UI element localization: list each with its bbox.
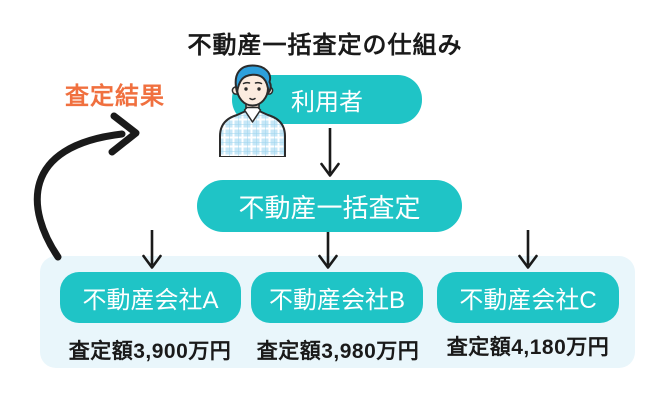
page-title: 不動産一括査定の仕組み — [187, 32, 463, 59]
company-c-label: 不動産会社C — [459, 287, 597, 314]
company-box-c: 不動産会社C — [437, 272, 619, 323]
user-person-icon — [219, 64, 286, 157]
company-b-label: 不動産会社B — [268, 287, 405, 314]
arrow-user-to-service-icon — [320, 128, 340, 177]
service-box: 不動産一括査定 — [197, 180, 462, 232]
company-box-a: 不動産会社A — [60, 272, 241, 323]
company-box-b: 不動産会社B — [251, 272, 423, 323]
assessment-result-label: 査定結果 — [65, 83, 165, 110]
user-box-label: 利用者 — [291, 89, 363, 116]
company-a-price: 査定額3,900万円 — [68, 340, 232, 363]
company-c-price: 査定額4,180万円 — [446, 336, 610, 359]
result-feedback-curved-arrow-icon — [33, 112, 140, 261]
service-box-label: 不動産一括査定 — [238, 192, 421, 223]
company-b-price: 査定額3,980万円 — [256, 340, 420, 363]
company-a-label: 不動産会社A — [82, 287, 219, 314]
